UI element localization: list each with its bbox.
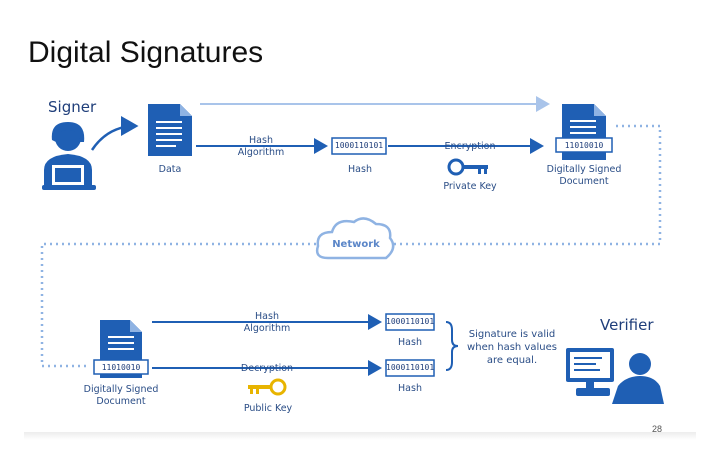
verifier-hash-bottom-label: Hash	[398, 383, 422, 394]
network-dotted-path	[40, 124, 662, 368]
slide-title: Digital Signatures	[28, 36, 264, 69]
public-key-icon	[248, 378, 287, 396]
decryption-label: Decryption	[240, 363, 294, 374]
verifier-signed-doc-bits: 11010010	[101, 363, 141, 372]
verifier-signed-doc-label: Digitally Signed Document	[83, 384, 159, 407]
data-document-icon	[148, 104, 192, 156]
signer-person-icon	[42, 122, 96, 190]
signer-to-data-arrow	[90, 116, 139, 151]
page-number: 28	[651, 424, 662, 434]
verifier-label: Verifier	[600, 316, 654, 334]
network-label: Network	[332, 239, 380, 250]
verifier-hash-top-label: Hash	[398, 337, 422, 348]
public-key-label: Public Key	[243, 403, 293, 414]
network-cloud-icon	[315, 217, 395, 260]
private-key-label: Private Key	[443, 181, 497, 192]
slide-footer-shadow	[24, 432, 696, 440]
signed-doc-label: Digitally Signed Document	[546, 164, 622, 187]
signed-document-icon	[555, 104, 613, 160]
verifier-person-icon	[566, 348, 664, 404]
hash-box-value: 1000110101	[334, 141, 384, 150]
verifier-hash-box-bottom	[385, 359, 435, 377]
comparison-brace	[445, 321, 459, 371]
data-label: Data	[158, 164, 182, 175]
encryption-label: Encryption	[444, 141, 496, 152]
verifier-hash-bottom-value: 1000110101	[386, 363, 435, 372]
verifier-hash-algorithm-label: Hash Algorithm	[243, 311, 291, 334]
verifier-signed-document-icon	[93, 320, 149, 378]
private-key-icon	[447, 158, 488, 176]
hash-box	[331, 137, 387, 155]
signer-label: Signer	[48, 98, 97, 116]
hash-label: Hash	[348, 164, 372, 175]
signed-doc-bits: 11010010	[564, 141, 604, 150]
validation-note: Signature is valid when hash values are …	[467, 329, 557, 366]
verifier-hash-top-value: 1000110101	[386, 317, 435, 326]
hash-algorithm-label: Hash Algorithm	[237, 135, 285, 158]
verifier-hash-box-top	[385, 313, 435, 331]
